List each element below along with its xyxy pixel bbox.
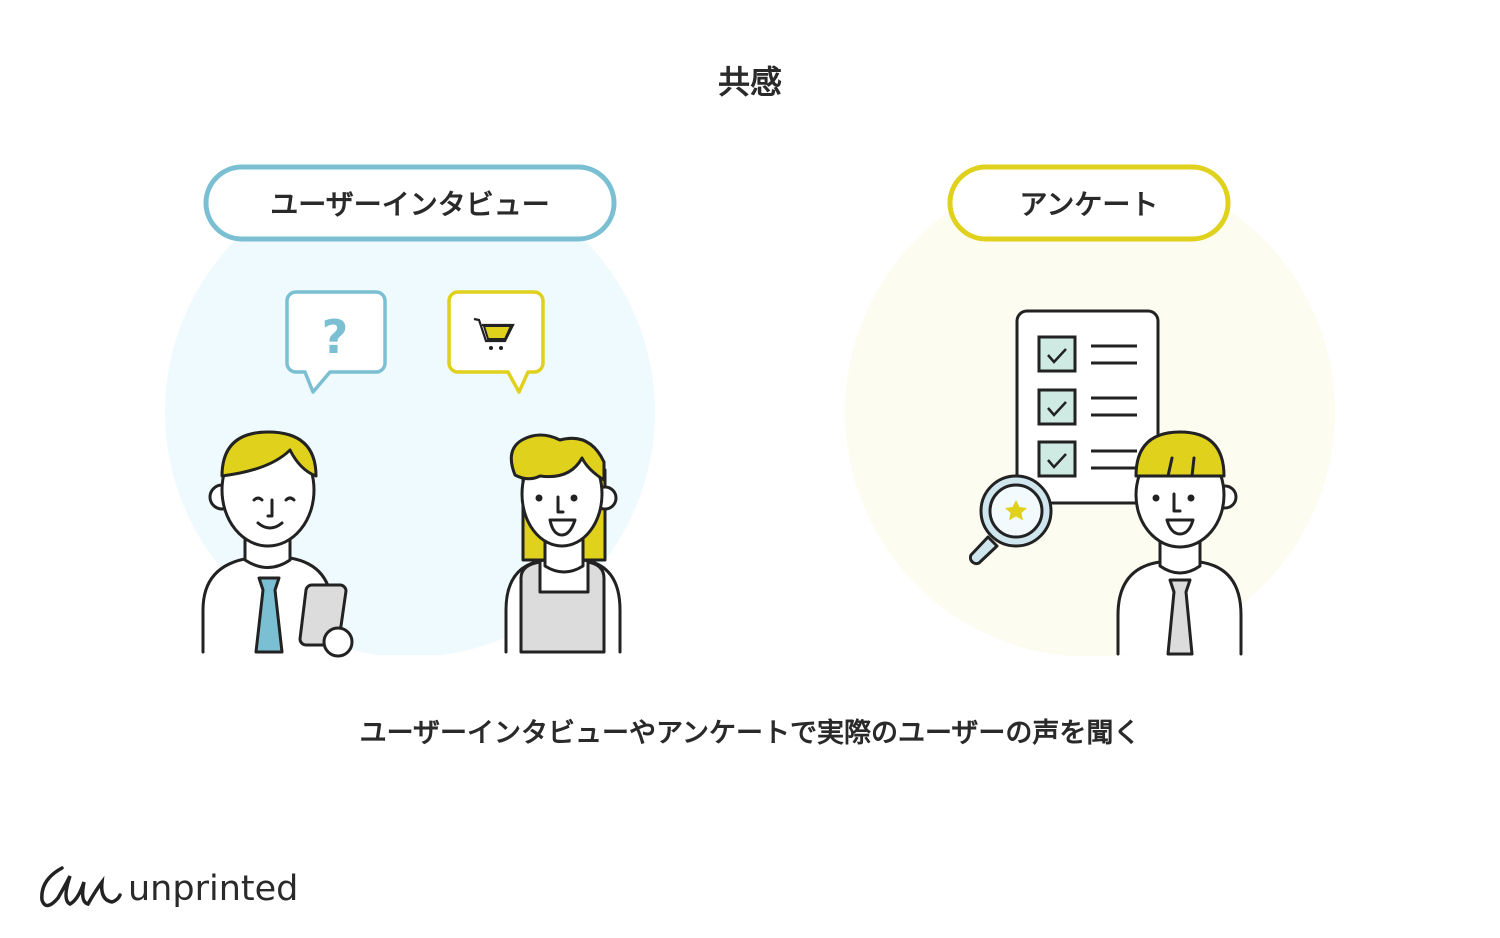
interview-label: ユーザーインタビュー (270, 188, 549, 221)
shopping-cart-icon (473, 317, 515, 350)
interview-label-pill: ユーザーインタビュー (203, 164, 617, 242)
magnifier-star-icon (968, 474, 1053, 566)
survey-label: アンケート (1020, 188, 1159, 221)
logo-text: unprinted (128, 869, 298, 909)
man-with-phone-figure (201, 430, 354, 658)
woman-figure (504, 433, 622, 654)
question-speech-bubble: ? (285, 290, 387, 394)
survey-man-figure (1116, 430, 1243, 656)
page-title: 共感 (718, 63, 782, 101)
question-mark-icon: ? (322, 310, 349, 364)
unprinted-logo: unprinted (40, 866, 298, 909)
checklist-icon (1015, 309, 1160, 505)
caption: ユーザーインタビューやアンケートで実際のユーザーの声を聞く (360, 717, 1141, 749)
cart-speech-bubble (447, 290, 545, 394)
survey-label-pill: アンケート (947, 164, 1231, 242)
